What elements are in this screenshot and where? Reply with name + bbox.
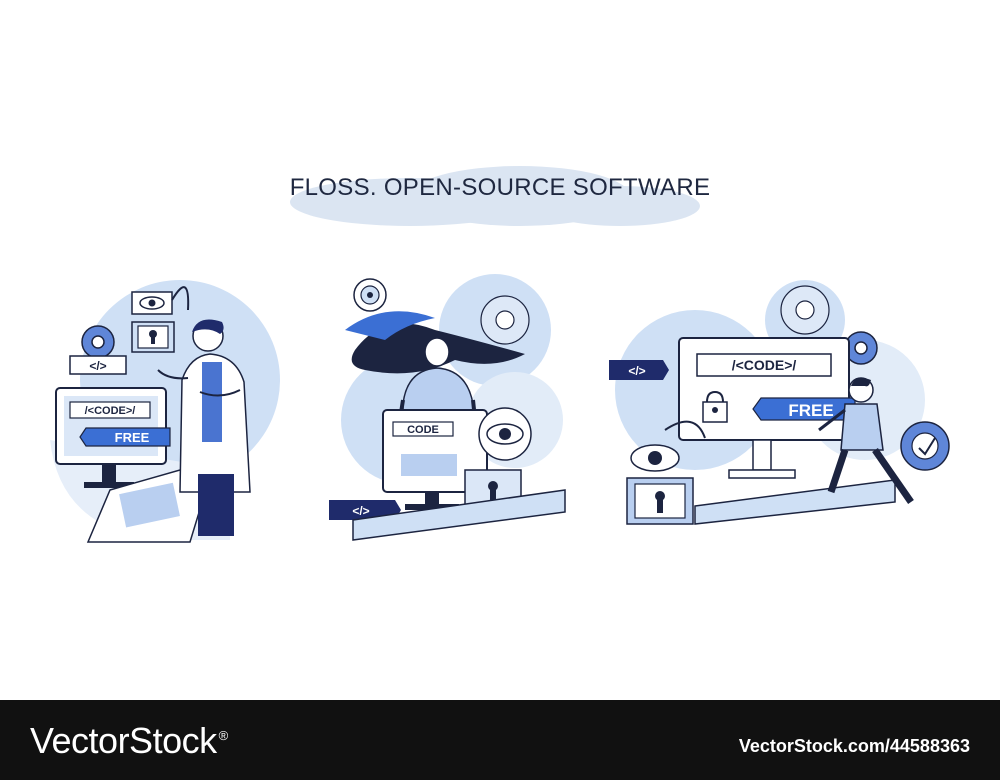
computer-monitor: CODE — [382, 409, 488, 510]
scene-programmer-large-monitor: </> /<CODE>/ FREE — [609, 280, 950, 525]
illustration-stage: FLOSS. OPEN-SOURCE SOFTWARE </> — [50, 158, 950, 543]
keyhole-icon — [626, 477, 694, 525]
scene-developer-monitor: </> /<CODE>/ FREE — [50, 280, 280, 543]
gauge-icon — [900, 421, 950, 471]
title-block: FLOSS. OPEN-SOURCE SOFTWARE — [270, 158, 730, 238]
padlock-icon — [131, 321, 175, 353]
monitor-code-label: /<CODE>/ — [732, 357, 797, 373]
scene-woman-computer: CODE </> — [329, 274, 566, 541]
watermark-brand-name: VectorStock — [30, 720, 217, 761]
page-title: FLOSS. OPEN-SOURCE SOFTWARE — [289, 174, 711, 201]
gear-icon — [81, 325, 115, 359]
code-tag-box — [69, 355, 127, 375]
registered-mark: ® — [218, 728, 229, 743]
monitor-code-label: /<CODE>/ — [85, 405, 136, 417]
gear-icon — [480, 295, 530, 345]
gear-icon — [780, 285, 830, 335]
eye-icon — [131, 291, 173, 315]
padlock-icon — [702, 390, 728, 423]
eye-icon — [478, 407, 532, 461]
monitor-free-label: FREE — [788, 401, 833, 420]
developer-figure — [157, 319, 251, 536]
title-cloud-backdrop — [290, 166, 700, 226]
watermark-image-id: VectorStock.com/44588363 — [738, 736, 970, 756]
code-tag-label: </> — [89, 359, 106, 373]
programmer-figure — [818, 377, 914, 504]
eye-icon — [630, 444, 680, 472]
monitor: /<CODE>/ FREE — [55, 387, 171, 488]
watermark-brand: VectorStock® — [30, 720, 228, 762]
code-tag-label: </> — [352, 504, 369, 518]
code-tag-label: </> — [628, 364, 645, 378]
large-monitor: /<CODE>/ FREE — [678, 337, 856, 479]
monitor-free-label: FREE — [115, 430, 150, 445]
watermark-footer: VectorStock® VectorStock.com/44588363 — [0, 700, 1000, 780]
computer-code-label: CODE — [407, 424, 439, 436]
target-icon — [353, 278, 387, 312]
